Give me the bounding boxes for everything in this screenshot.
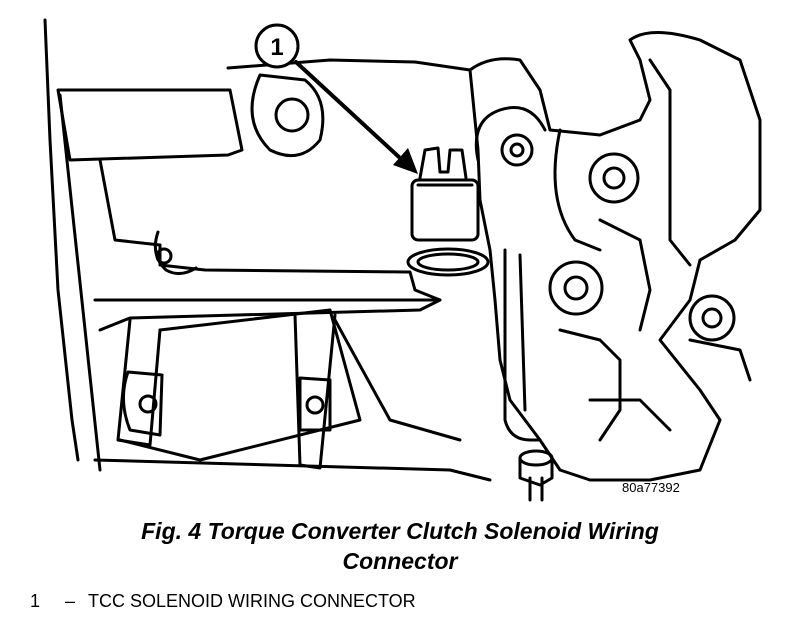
lower-bolt [518, 449, 554, 502]
callout-circle [254, 23, 300, 69]
housing-rib-lower [93, 298, 442, 332]
legend-number: 1 [30, 591, 41, 611]
legend-separator: – [64, 591, 75, 611]
valve-bolt-1 [500, 133, 534, 167]
valve-body-outline [468, 31, 762, 482]
housing-rib-upper [158, 243, 442, 302]
housing-bracket [56, 88, 244, 162]
callout-arrow-shaft [294, 60, 402, 160]
figure-caption: Fig. 4 Torque Converter Clutch Solenoid … [40, 516, 760, 576]
figure-code: 80a77392 [622, 480, 680, 495]
legend-item: 1 –TCC SOLENOID WIRING CONNECTOR [30, 591, 416, 612]
legend-text: TCC SOLENOID WIRING CONNECTOR [88, 591, 416, 611]
tcc-solenoid-connector [406, 146, 490, 277]
boss-left [274, 97, 310, 133]
caption-line-2: Connector [342, 548, 458, 574]
valve-bolt-4 [688, 294, 736, 342]
valve-bolt-3 [548, 260, 604, 316]
callout-number: 1 [270, 34, 283, 61]
housing-inner-edge [58, 93, 102, 472]
caption-line-1: Fig. 4 Torque Converter Clutch Solenoid … [141, 518, 659, 544]
valve-bolt-2 [588, 152, 640, 204]
housing-left-edge [43, 18, 80, 462]
callout-1: 1 [254, 23, 418, 174]
callout-arrow-head [393, 148, 418, 174]
transmission-illustration: 1 [43, 18, 762, 502]
